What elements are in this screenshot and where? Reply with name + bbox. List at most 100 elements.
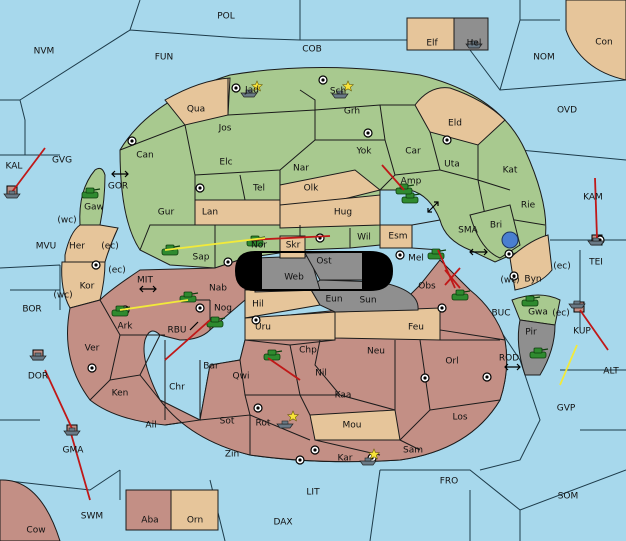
label-ROD: ROD [499, 354, 519, 364]
label-Con: Con [595, 38, 613, 48]
army-unit-3[interactable] [401, 192, 421, 204]
label-Ail: Ail [145, 421, 156, 431]
label-Eun: Eun [325, 295, 342, 305]
label-Lan: Lan [202, 208, 218, 218]
label-Chr: Chr [169, 383, 185, 393]
province-Elf[interactable] [406, 17, 455, 51]
supply-center-dot-13 [198, 306, 202, 310]
label-Sch: Sch [330, 87, 346, 97]
label-COB: COB [302, 45, 322, 55]
label-Kor: Kor [80, 282, 95, 292]
label-ALT: ALT [603, 367, 619, 377]
fleet-unit-9[interactable] [63, 427, 81, 436]
label-Yok: Yok [355, 147, 372, 157]
label-Ark: Ark [117, 322, 133, 332]
label-DAX: DAX [273, 518, 292, 528]
label-ec1: (ec) [101, 242, 119, 252]
province-Eld[interactable] [414, 87, 506, 146]
fleet-unit-2[interactable] [276, 420, 294, 429]
fleet-unit-3[interactable] [359, 457, 377, 466]
label-SWM: SWM [81, 512, 103, 522]
army-unit-9[interactable] [451, 289, 471, 301]
army-unit-6[interactable] [206, 316, 226, 328]
fleet-unit-6[interactable] [587, 237, 605, 246]
black-sea-left [236, 252, 262, 290]
army-unit-8[interactable] [529, 347, 549, 359]
label-BUC: BUC [491, 309, 510, 319]
supply-center-dot-1 [321, 78, 325, 82]
supply-center-dot-9 [398, 253, 402, 257]
fleet-unit-1[interactable] [331, 90, 349, 99]
label-Elc: Elc [219, 158, 232, 168]
supply-center-dot-4 [198, 186, 202, 190]
supply-center-dot-18 [90, 366, 94, 370]
label-Kaa: Kaa [335, 391, 352, 401]
support-orders [119, 237, 578, 386]
supply-center-dot-10 [507, 252, 511, 256]
fleet-unit-7[interactable] [568, 300, 586, 309]
supply-center-dot-0 [234, 86, 238, 90]
fleet-bri [501, 231, 519, 249]
province-Qua[interactable] [164, 77, 231, 126]
label-Sun: Sun [359, 296, 376, 306]
province-Her[interactable] [64, 224, 119, 263]
star-icon-0 [250, 80, 264, 92]
label-Ken: Ken [112, 389, 129, 399]
label-Sot: Sot [220, 417, 235, 427]
label-GVG: GVG [52, 156, 72, 166]
label-KAM: KAM [583, 193, 603, 203]
label-Neu: Neu [367, 347, 385, 357]
supply-center-dot-16 [313, 448, 317, 452]
label-Amp: Amp [401, 177, 422, 187]
supply-center-dot-3 [130, 139, 134, 143]
army-unit-0[interactable] [81, 187, 101, 199]
label-Kat: Kat [503, 166, 518, 176]
supply-center-dot-14 [254, 318, 258, 322]
label-Nog: Nog [214, 304, 232, 314]
label-GOR: GOR [108, 182, 128, 192]
supply-center-dot-22 [512, 274, 516, 278]
supply-center-dot-15 [256, 406, 260, 410]
province-Orn[interactable] [170, 489, 219, 531]
fleet-unit-5[interactable] [3, 190, 21, 199]
label-Olk: Olk [304, 184, 320, 194]
army-unit-11[interactable] [521, 295, 541, 307]
province-Byn[interactable] [509, 234, 553, 291]
fleet-unit-0[interactable] [240, 89, 258, 98]
star-icon-1 [341, 80, 355, 92]
label-Obs: Obs [418, 282, 436, 292]
supply-center-dot-20 [423, 376, 427, 380]
label-DOR: DOR [28, 372, 48, 382]
supply-center-dot-11 [440, 306, 444, 310]
label-Her: Her [69, 242, 85, 252]
label-Hug: Hug [334, 208, 352, 218]
supply-center-dot-21 [485, 375, 489, 379]
province-Pir[interactable] [517, 319, 556, 376]
province-Feu[interactable] [334, 307, 441, 341]
label-Qua: Qua [187, 105, 205, 115]
label-Web: Web [284, 273, 304, 283]
label-Nar: Nar [293, 164, 309, 174]
label-Pir: Pir [525, 328, 537, 338]
label-Mel: Mel [408, 254, 424, 264]
label-Zin: Zin [225, 450, 239, 460]
army-unit-4[interactable] [111, 305, 131, 317]
label-wc2: (wc) [53, 291, 72, 301]
label-Grh: Grh [344, 107, 360, 117]
label-SOM: SOM [558, 492, 579, 502]
supply-center-dot-7 [226, 260, 230, 264]
label-Jos: Jos [218, 124, 232, 134]
label-Kar: Kar [338, 454, 353, 464]
star-icon-2 [286, 410, 300, 422]
label-Gur: Gur [158, 208, 175, 218]
label-ec4: (ec) [552, 309, 570, 319]
label-Elf: Elf [426, 39, 438, 49]
label-FUN: FUN [155, 53, 174, 63]
fleet-unit-4[interactable] [465, 40, 483, 49]
label-wc1: (wc) [57, 216, 76, 226]
label-Eld: Eld [448, 119, 462, 129]
fleet-unit-8[interactable] [29, 352, 47, 361]
label-ec2: (ec) [108, 266, 126, 276]
